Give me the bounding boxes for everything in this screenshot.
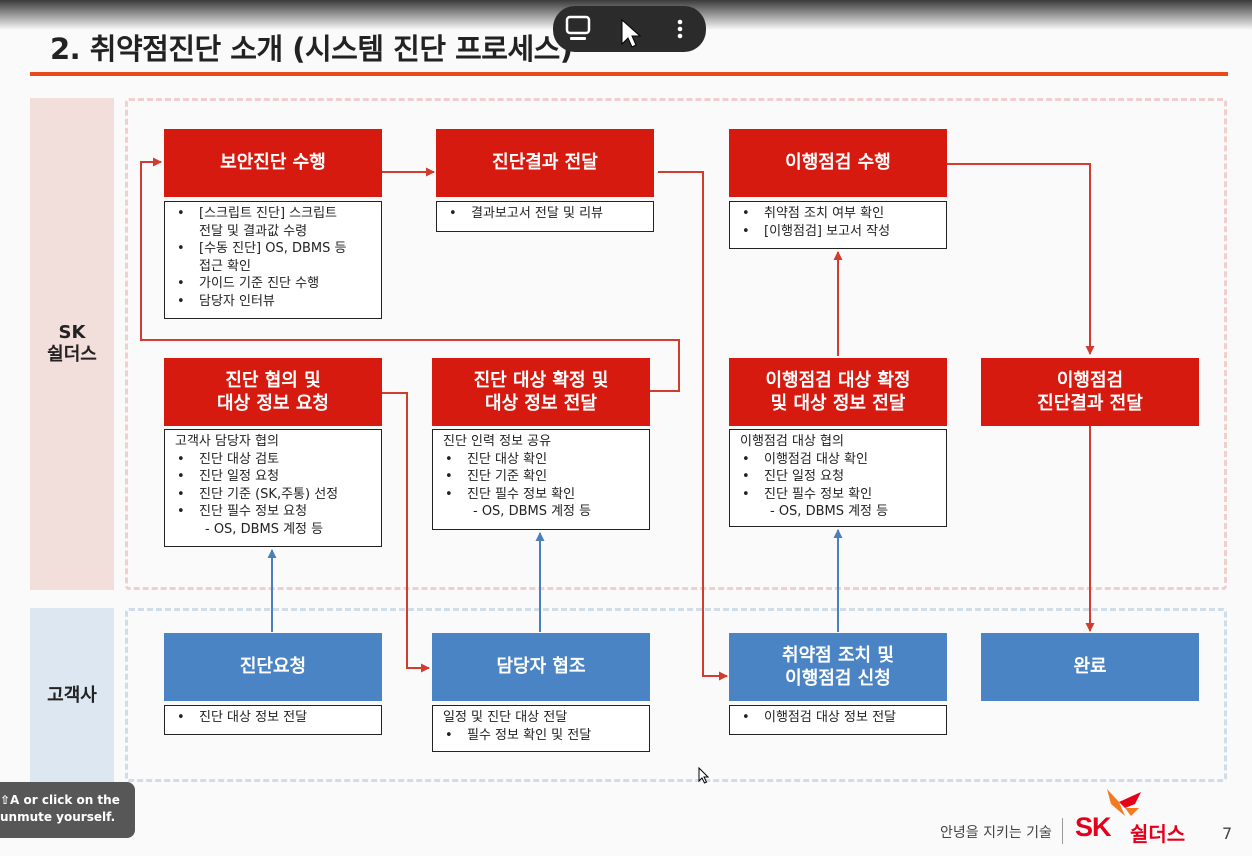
desc-line: 전달 및 결과값 수령 [199, 223, 308, 239]
video-control-bar [553, 6, 706, 52]
step-complete-header: 완료 [981, 633, 1199, 701]
step-diagnosis-request-desc: 진단 대상 정보 전달 [164, 705, 382, 735]
desc-line: 결과보고서 전달 및 리뷰 [447, 205, 645, 223]
arrow-b2-to-c3 [658, 171, 728, 681]
desc-line: 진단 필수 정보 확인 [443, 486, 641, 504]
mouse-cursor-icon [621, 18, 642, 48]
desc-line: 고객사 담당자 협의 [175, 434, 279, 449]
desc-line: 진단 인력 정보 공유 [443, 434, 552, 449]
unmute-hint-popup[interactable]: ⇧A or click on the unmute yourself. [0, 782, 135, 838]
desc-line: 가이드 기준 진단 수행 [175, 275, 373, 293]
step-result-delivery-desc: 결과보고서 전달 및 리뷰 [436, 201, 654, 232]
desc-line: 진단 대상 확인 [443, 451, 641, 469]
step-consultation-header: 진단 협의 및 대상 정보 요청 [164, 358, 382, 426]
desc-line: 진단 대상 정보 전달 [175, 709, 373, 727]
step-title: 진단 협의 및 대상 정보 요청 [217, 369, 329, 414]
step-security-diagnosis-header: 보안진단 수행 [164, 129, 382, 197]
step-target-confirm-header: 진단 대상 확정 및 대상 정보 전달 [432, 358, 650, 426]
butterfly-icon [1107, 789, 1141, 816]
desc-line: 진단 필수 정보 확인 [740, 486, 938, 504]
step-title: 보안진단 수행 [220, 152, 326, 174]
page-number: 7 [1222, 824, 1233, 843]
step-title: 진단결과 전달 [492, 152, 598, 174]
desc-line: 진단 일정 요청 [175, 468, 373, 486]
step-title: 진단요청 [239, 656, 307, 678]
step-staff-cooperation-header: 담당자 협조 [432, 633, 650, 701]
desc-line: [이행점검] 보고서 작성 [740, 223, 938, 241]
desc-line: 진단 일정 요청 [740, 468, 938, 486]
desc-line: - OS, DBMS 계정 등 [770, 504, 889, 519]
step-result-delivery-header: 진단결과 전달 [436, 129, 654, 197]
step-title: 담당자 협조 [496, 656, 586, 678]
desc-line: - OS, DBMS 계정 등 [473, 504, 592, 519]
step-compliance-result-header: 이행점검 진단결과 전달 [981, 358, 1199, 426]
desc-line: - OS, DBMS 계정 등 [205, 521, 324, 537]
page-title: 2. 취약점진단 소개 (시스템 진단 프로세스) [50, 32, 573, 66]
desc-line: 진단 필수 정보 요청 [175, 503, 373, 521]
footer-slogan: 안녕을 지키는 기술 [940, 825, 1052, 841]
desc-line: 이행점검 대상 정보 전달 [740, 709, 938, 727]
step-consultation-desc: 고객사 담당자 협의진단 대상 검토진단 일정 요청진단 기준 (SK,주통) … [164, 429, 382, 547]
desc-line: [스크립트 진단] 스크립트 [175, 205, 373, 223]
desc-line: 취약점 조치 여부 확인 [740, 205, 938, 223]
chat-icon[interactable] [565, 15, 591, 40]
lane-label-sk: SK 쉴더스 [30, 98, 114, 590]
step-title: 진단 대상 확정 및 대상 정보 전달 [473, 369, 609, 414]
arrow-b3-to-b7 [947, 163, 1095, 355]
step-title: 이행점검 진단결과 전달 [1037, 369, 1143, 414]
mouse-pointer-icon [698, 767, 710, 784]
step-title: 이행점검 수행 [785, 152, 891, 174]
lane-label-sk-text: SK 쉴더스 [47, 322, 97, 365]
arrow-b5-to-b1 [140, 157, 680, 392]
step-remediation-request-desc: 이행점검 대상 정보 전달 [729, 705, 947, 735]
sk-shieldus-logo: SK 쉴더스 [1075, 786, 1200, 848]
more-options-icon[interactable] [677, 19, 683, 39]
desc-line: 이행점검 대상 확인 [740, 451, 938, 469]
lane-label-customer-text: 고객사 [47, 685, 97, 707]
desc-line: 필수 정보 확인 및 전달 [443, 727, 641, 745]
lane-customer-area [125, 608, 1227, 782]
step-compliance-target-desc: 이행점검 대상 협의이행점검 대상 확인진단 일정 요청진단 필수 정보 확인-… [729, 429, 947, 527]
step-title: 이행점검 대상 확정 및 대상 정보 전달 [765, 369, 911, 414]
video-control-icons [565, 15, 683, 48]
logo-name-text: 쉴더스 [1130, 822, 1186, 846]
desc-line: 이행점검 대상 협의 [740, 434, 844, 449]
step-compliance-check-desc: 취약점 조치 여부 확인[이행점검] 보고서 작성 [729, 201, 947, 249]
popup-line-1: ⇧A or click on the [0, 793, 120, 807]
desc-line: 일정 및 진단 대상 전달 [443, 710, 568, 725]
step-compliance-check-header: 이행점검 수행 [729, 129, 947, 197]
desc-line: 진단 대상 검토 [175, 451, 373, 469]
lane-sk-area [125, 98, 1227, 590]
desc-line: 접근 확인 [199, 258, 251, 274]
step-remediation-request-header: 취약점 조치 및 이행점검 신청 [729, 633, 947, 701]
lane-label-customer: 고객사 [30, 608, 114, 784]
step-compliance-target-header: 이행점검 대상 확정 및 대상 정보 전달 [729, 358, 947, 426]
step-title: 완료 [1073, 656, 1107, 678]
step-diagnosis-request-header: 진단요청 [164, 633, 382, 701]
title-underline [30, 72, 1228, 76]
footer-separator [1062, 818, 1063, 844]
desc-line: 진단 기준 (SK,주통) 선정 [175, 486, 373, 504]
popup-line-2: unmute yourself. [0, 810, 116, 824]
arrow-b4-to-c2 [382, 392, 430, 673]
step-title: 취약점 조치 및 이행점검 신청 [782, 644, 894, 689]
desc-line: [수동 진단] OS, DBMS 등 [175, 240, 373, 258]
step-target-confirm-desc: 진단 인력 정보 공유진단 대상 확인진단 기준 확인진단 필수 정보 확인- … [432, 429, 650, 530]
desc-line: 진단 기준 확인 [443, 468, 641, 486]
step-staff-cooperation-desc: 일정 및 진단 대상 전달필수 정보 확인 및 전달 [432, 705, 650, 752]
logo-sk-text: SK [1075, 812, 1112, 842]
desc-line: 담당자 인터뷰 [175, 293, 373, 311]
